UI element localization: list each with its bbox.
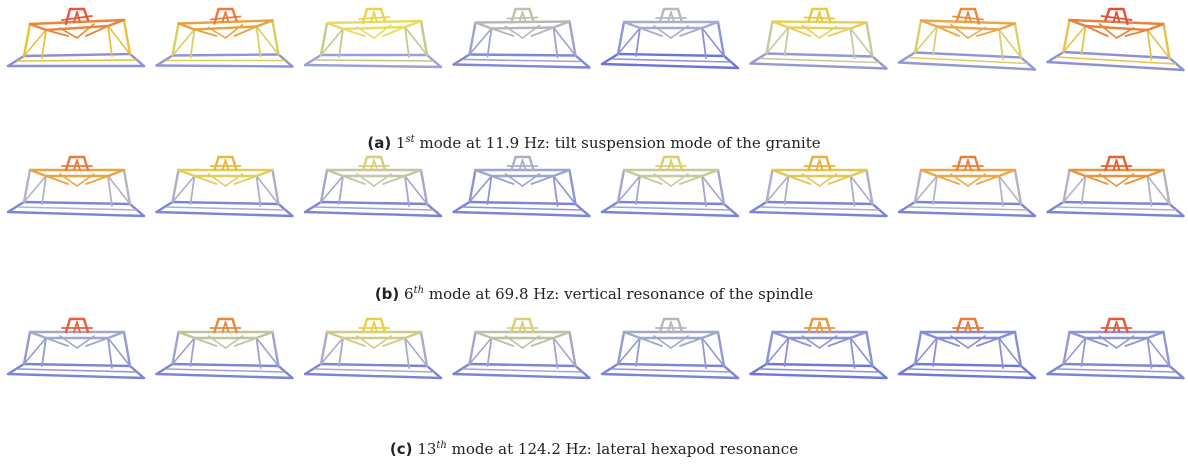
mode-1-frame-strip: [0, 2, 1188, 74]
structure-frame: [1046, 317, 1185, 380]
frequency-unit: Hz:: [533, 285, 560, 303]
structure-frame: [303, 155, 443, 218]
frequency-value: 69.8: [495, 285, 529, 303]
frequency-value: 124.2: [517, 440, 561, 458]
structure-frame: [749, 155, 888, 218]
mode-suffix: st: [405, 134, 415, 145]
mode-description: tilt suspension mode of the granite: [554, 134, 821, 152]
structure-frame: [749, 7, 888, 70]
structure-frame: [452, 155, 591, 218]
caption-b: (b) 6th mode at 69.8 Hz: vertical resona…: [0, 285, 1188, 303]
caption-text: mode at: [451, 440, 514, 458]
structure-frame: [6, 155, 146, 218]
structure-frame: [155, 317, 294, 380]
structure-frame: [155, 155, 294, 218]
mode-suffix: th: [436, 440, 447, 451]
frequency-unit: Hz:: [523, 134, 550, 152]
caption-label: (b): [374, 285, 400, 303]
frequency-unit: Hz:: [565, 440, 592, 458]
mode-number: 6: [404, 285, 414, 303]
structure-frame: [1046, 155, 1185, 218]
mode-number: 13: [417, 440, 437, 458]
frequency-value: 11.9: [485, 134, 520, 152]
caption-a: (a) 1st mode at 11.9 Hz: tilt suspension…: [0, 134, 1188, 152]
structure-frame: [6, 317, 146, 380]
caption-text: mode at: [419, 134, 481, 152]
mode-number: 1: [396, 134, 406, 152]
structure-frame: [303, 317, 443, 380]
structure-frame: [303, 7, 443, 69]
caption-label: (c): [389, 440, 413, 458]
structure-frame: [749, 317, 888, 380]
structure-frame: [600, 317, 740, 380]
structure-frame: [1046, 7, 1185, 72]
structure-frame: [600, 7, 740, 70]
mode-13-frame-strip: [0, 312, 1188, 384]
caption-label: (a): [367, 134, 392, 152]
caption-text: mode at: [428, 285, 491, 303]
mode-description: vertical resonance of the spindle: [564, 285, 814, 303]
structure-frame: [155, 7, 294, 68]
structure-frame: [452, 317, 591, 380]
structure-frame: [452, 7, 591, 69]
structure-frame: [897, 155, 1037, 218]
mode-description: lateral hexapod resonance: [596, 440, 799, 458]
structure-frame: [897, 7, 1037, 71]
mode-suffix: th: [413, 285, 425, 296]
mode-6-frame-strip: [0, 150, 1188, 222]
structure-frame: [897, 317, 1037, 380]
structure-frame: [600, 155, 740, 218]
structure-frame: [6, 7, 146, 68]
caption-c: (c) 13th mode at 124.2 Hz: lateral hexap…: [0, 440, 1188, 458]
